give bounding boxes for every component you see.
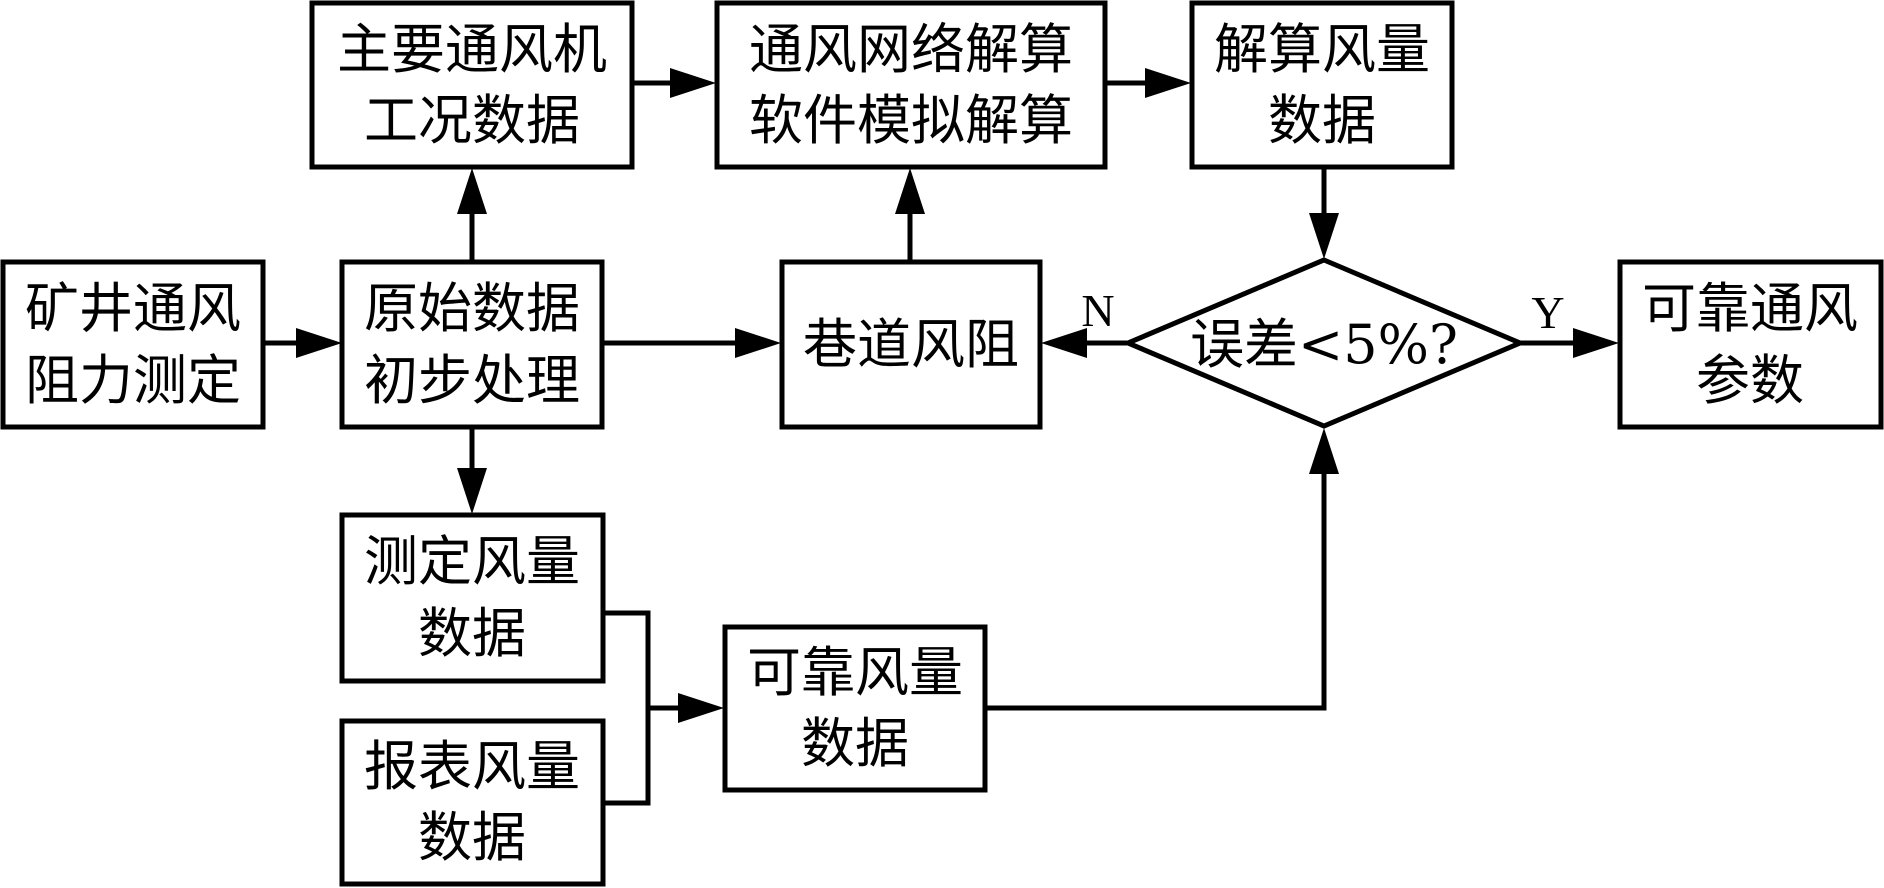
arrowhead-down-icon	[457, 468, 487, 514]
node-label: 可靠风量	[747, 641, 963, 704]
node-label: 数据	[1268, 89, 1376, 152]
node-measured-airflow: 测定风量 数据	[339, 512, 606, 684]
node-main-fan-data: 主要通风机 工况数据	[309, 0, 635, 170]
arrowhead-right-icon	[1145, 68, 1191, 98]
node-label: 可靠通风	[1642, 277, 1858, 340]
arrowhead-up-icon	[1309, 428, 1339, 474]
node-label: 报表风量	[364, 735, 580, 798]
node-raw-data-processing: 原始数据 初步处理	[339, 259, 605, 430]
decision-label: 误差<5%?	[1190, 313, 1458, 376]
edge-label-yes: Y	[1531, 287, 1564, 338]
arrowhead-up-icon	[895, 168, 925, 214]
node-label: 解算风量	[1214, 18, 1430, 81]
node-label: 软件模拟解算	[749, 89, 1073, 152]
node-network-solver: 通风网络解算 软件模拟解算	[714, 0, 1108, 170]
arrowhead-right-icon	[670, 68, 716, 98]
arrowhead-right-icon	[296, 328, 342, 358]
arrowhead-right-icon	[1573, 328, 1619, 358]
arrowhead-right-icon	[678, 693, 724, 723]
node-error-check-decision: 误差<5%?	[1121, 257, 1527, 429]
node-label: 主要通风机	[337, 18, 607, 81]
arrowhead-right-icon	[735, 328, 781, 358]
node-mine-resistance-test: 矿井通风 阻力测定	[0, 259, 266, 430]
node-solved-airflow: 解算风量 数据	[1189, 0, 1455, 170]
node-label: 参数	[1696, 349, 1804, 412]
node-label: 工况数据	[364, 89, 580, 152]
node-reliable-params: 可靠通风 参数	[1617, 259, 1884, 430]
node-label: 通风网络解算	[749, 18, 1073, 81]
node-reliable-airflow: 可靠风量 数据	[722, 624, 988, 793]
node-label: 初步处理	[364, 349, 580, 412]
node-label: 巷道风阻	[803, 313, 1019, 376]
node-label: 数据	[418, 602, 526, 665]
edge-label-no: N	[1081, 285, 1114, 336]
node-label: 原始数据	[364, 277, 580, 340]
connectors	[263, 68, 1619, 806]
arrowhead-down-icon	[1309, 213, 1339, 259]
node-label: 数据	[418, 806, 526, 869]
arrowhead-left-icon	[1041, 328, 1087, 358]
node-reported-airflow: 报表风量 数据	[339, 718, 606, 887]
edge-bracket-merge	[603, 610, 651, 806]
node-label: 测定风量	[364, 530, 580, 593]
arrowhead-up-icon	[457, 168, 487, 214]
node-roadway-resistance: 巷道风阻	[779, 259, 1043, 430]
edge-reliable-to-check	[985, 468, 1327, 711]
node-label: 阻力测定	[25, 349, 241, 412]
node-label: 数据	[801, 712, 909, 775]
node-label: 矿井通风	[25, 277, 241, 340]
